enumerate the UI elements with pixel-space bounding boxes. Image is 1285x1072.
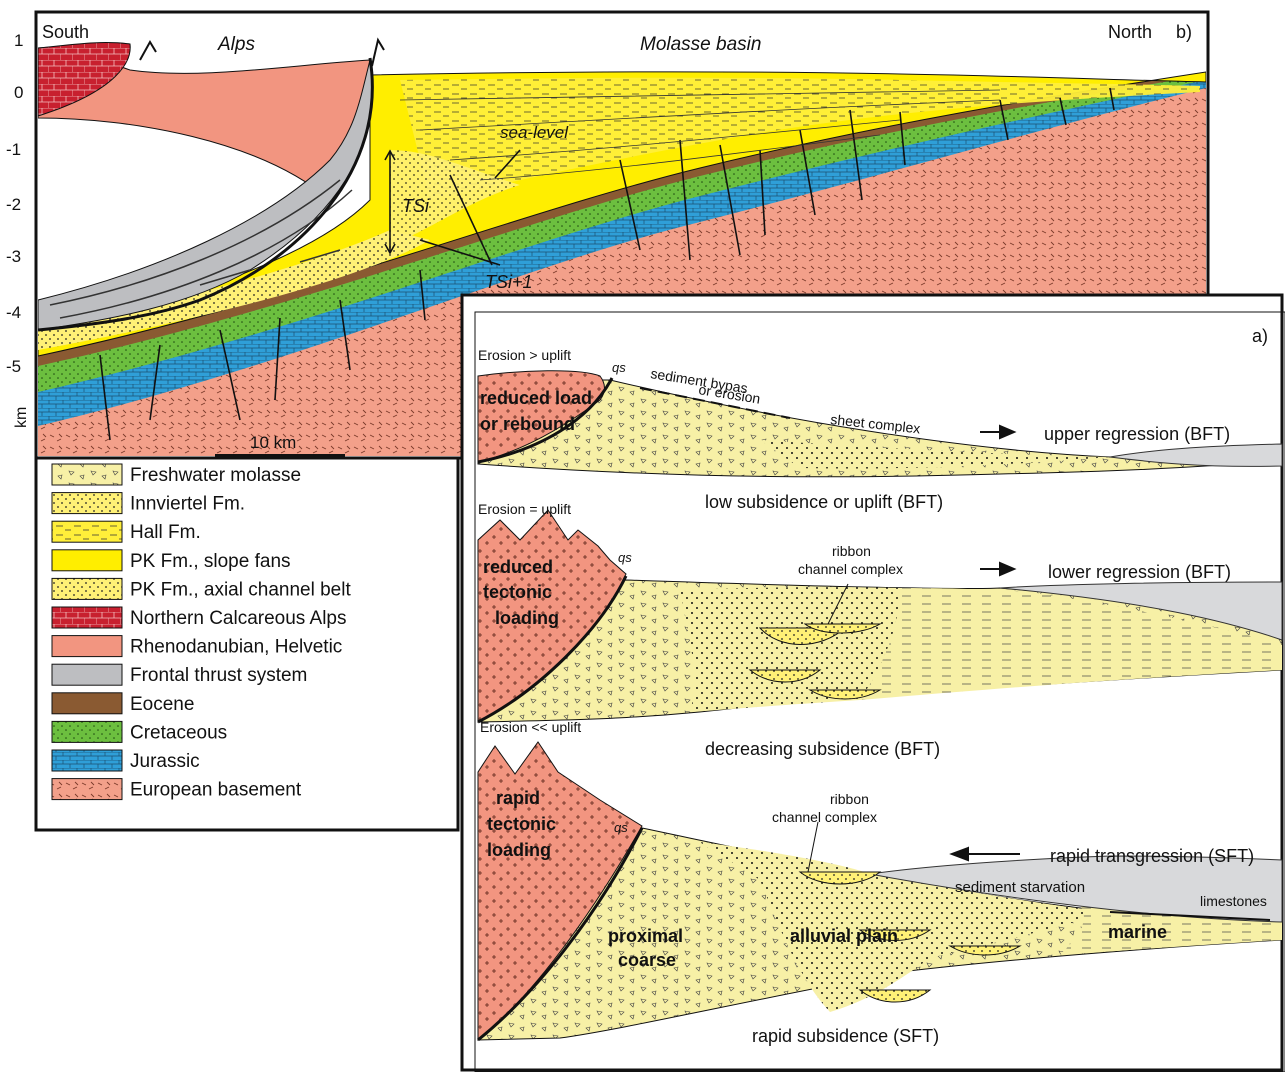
north-label: North <box>1108 22 1152 42</box>
legend-label: Cretaceous <box>130 722 227 743</box>
legend-swatch <box>52 464 122 485</box>
s2-regression: lower regression (BFT) <box>1048 562 1231 582</box>
s3-proximal-2: coarse <box>618 950 676 970</box>
legend-swatch <box>52 693 122 714</box>
s2-erosion: Erosion = uplift <box>478 501 571 517</box>
legend-label: PK Fm., slope fans <box>130 551 291 572</box>
legend: Freshwater molasseInnviertel Fm. Hall Fm.… <box>36 458 458 830</box>
scale-bar-label: 10 km <box>250 433 296 452</box>
legend-swatch <box>52 750 122 771</box>
legend-swatch <box>52 779 122 800</box>
legend-label: Freshwater molasse <box>130 465 301 486</box>
depth-axis: 1 0 -1 -2 -3 -4 -5 km <box>6 31 30 428</box>
legend-label: PK Fm., axial channel belt <box>130 579 351 600</box>
ts-i1-label: TSi+1 <box>485 272 533 292</box>
s2-subsidence: decreasing subsidence (BFT) <box>705 739 940 759</box>
legend-swatch <box>52 493 122 514</box>
legend-swatch <box>52 664 122 685</box>
sea-level-label: sea-level <box>500 123 569 142</box>
depth-tick: 0 <box>14 83 23 102</box>
legend-label: Jurassic <box>130 751 200 772</box>
s3-limestones: limestones <box>1200 893 1267 909</box>
s1-regression: upper regression (BFT) <box>1044 424 1230 444</box>
ts-i-label: TSi <box>402 196 430 216</box>
alps-label: Alps <box>217 34 255 55</box>
s3-subsidence: rapid subsidence (SFT) <box>752 1026 939 1046</box>
panel-b-label: b) <box>1176 22 1192 42</box>
legend-label: Hall Fm. <box>130 522 201 543</box>
legend-swatch <box>52 636 122 657</box>
s3-load-3: loading <box>487 840 551 860</box>
depth-tick: -2 <box>6 195 21 214</box>
legend-label: Eocene <box>130 694 194 715</box>
s2-load-2: tectonic <box>483 582 552 602</box>
s3-qs: qs <box>614 820 628 835</box>
legend-swatch <box>52 521 122 542</box>
s1-qs: qs <box>612 360 626 375</box>
s2-ribbon-1: ribbon <box>832 543 871 559</box>
s3-load-2: tectonic <box>487 814 556 834</box>
s3-transgression: rapid transgression (SFT) <box>1050 846 1254 866</box>
s3-marine: marine <box>1108 922 1167 942</box>
s3-starvation: sediment starvation <box>955 879 1085 896</box>
depth-tick: -4 <box>6 303 21 322</box>
s1-load-2: or rebound <box>480 414 575 434</box>
s1-erosion: Erosion > uplift <box>478 347 571 363</box>
s3-ribbon-2: channel complex <box>772 809 877 825</box>
legend-label: Northern Calcareous Alps <box>130 608 347 629</box>
molasse-basin-label: Molasse basin <box>640 34 761 55</box>
s3-ribbon-1: ribbon <box>830 791 869 807</box>
legend-swatch <box>52 607 122 628</box>
s3-proximal-1: proximal <box>608 926 683 946</box>
depth-axis-unit: km <box>13 407 30 428</box>
depth-tick: -5 <box>6 357 21 376</box>
s2-qs: qs <box>618 550 632 565</box>
depth-tick: -1 <box>6 140 21 159</box>
s2-load-1: reduced <box>483 557 553 577</box>
south-label: South <box>42 22 89 42</box>
legend-label: European basement <box>130 780 302 801</box>
s1-subsidence: low subsidence or uplift (BFT) <box>705 492 943 512</box>
s1-load-1: reduced load <box>480 388 592 408</box>
legend-swatch <box>52 578 122 599</box>
s2-load-3: loading <box>495 608 559 628</box>
depth-tick: 1 <box>14 31 23 50</box>
legend-swatch <box>52 550 122 571</box>
s2-ribbon-2: channel complex <box>798 561 903 577</box>
legend-label: Innviertel Fm. <box>130 494 245 515</box>
s3-erosion: Erosion << uplift <box>480 719 581 735</box>
s3-alluvial: alluvial plain <box>790 926 898 946</box>
legend-label: Rhenodanubian, Helvetic <box>130 637 342 658</box>
panel-a: a) Erosion > uplift qs sediment bypas or… <box>462 295 1285 1072</box>
legend-label: Frontal thrust system <box>130 665 307 686</box>
depth-tick: -3 <box>6 247 21 266</box>
s3-load-1: rapid <box>496 788 540 808</box>
panel-a-label: a) <box>1252 326 1268 346</box>
legend-swatch <box>52 721 122 742</box>
